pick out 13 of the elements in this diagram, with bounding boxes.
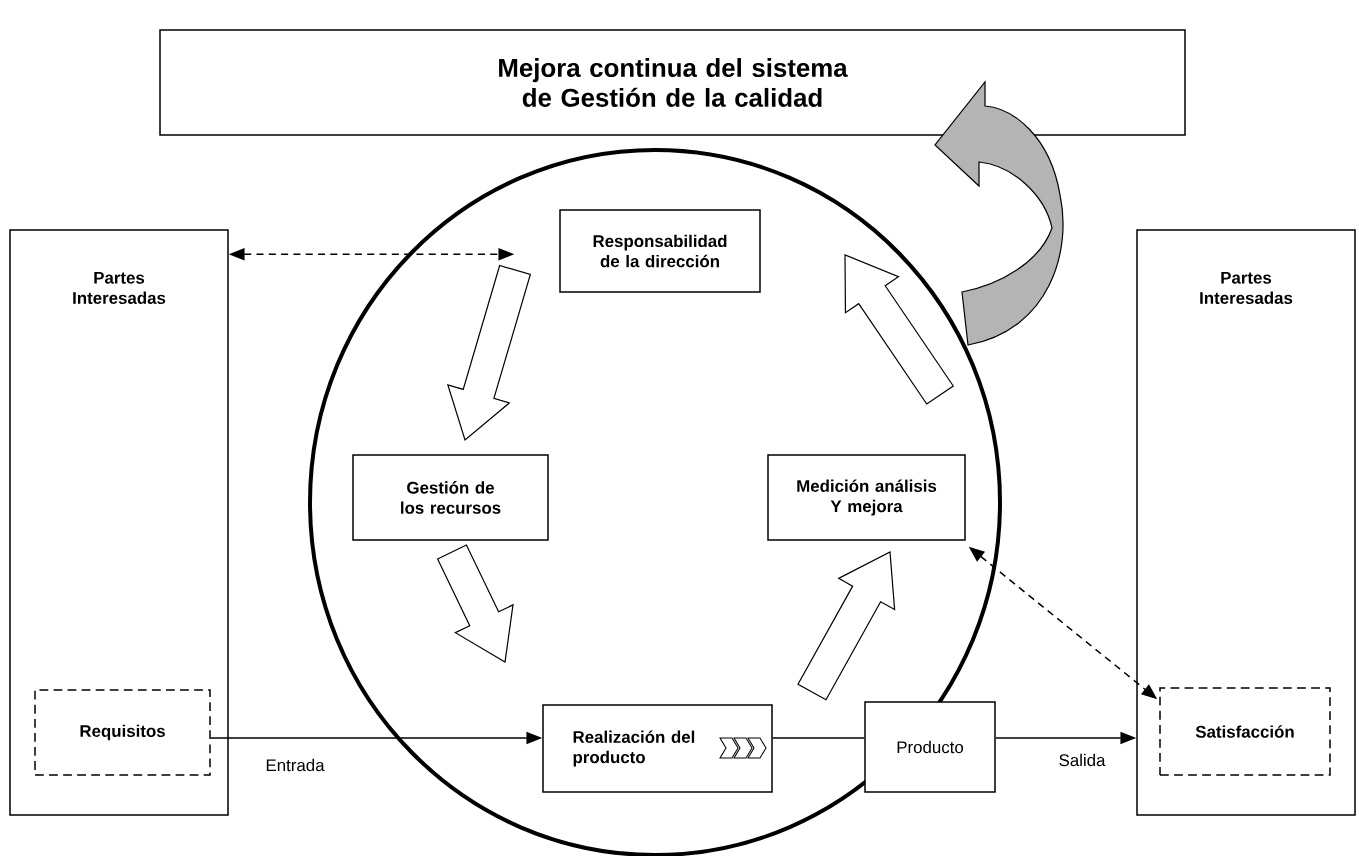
process-box: Gestión de los recursos: [352, 454, 549, 541]
block-arrow: [797, 551, 896, 701]
output-box: Producto: [864, 701, 996, 793]
edge-label: Salida: [1056, 752, 1108, 768]
process-box: Realización del producto: [542, 704, 773, 793]
dashed-box: Satisfacción: [1159, 687, 1331, 776]
connector-line: [772, 737, 865, 739]
edge-label: Entrada: [263, 757, 327, 773]
process-box: Medición análisis Y mejora: [767, 454, 966, 541]
dashed-box: Requisitos: [34, 689, 211, 776]
title-box: Mejora continua del sistema de Gestión de la calidad: [159, 29, 1186, 136]
curved-arrow: [934, 81, 1064, 346]
process-box: Responsabilidad de la dirección: [559, 209, 761, 293]
